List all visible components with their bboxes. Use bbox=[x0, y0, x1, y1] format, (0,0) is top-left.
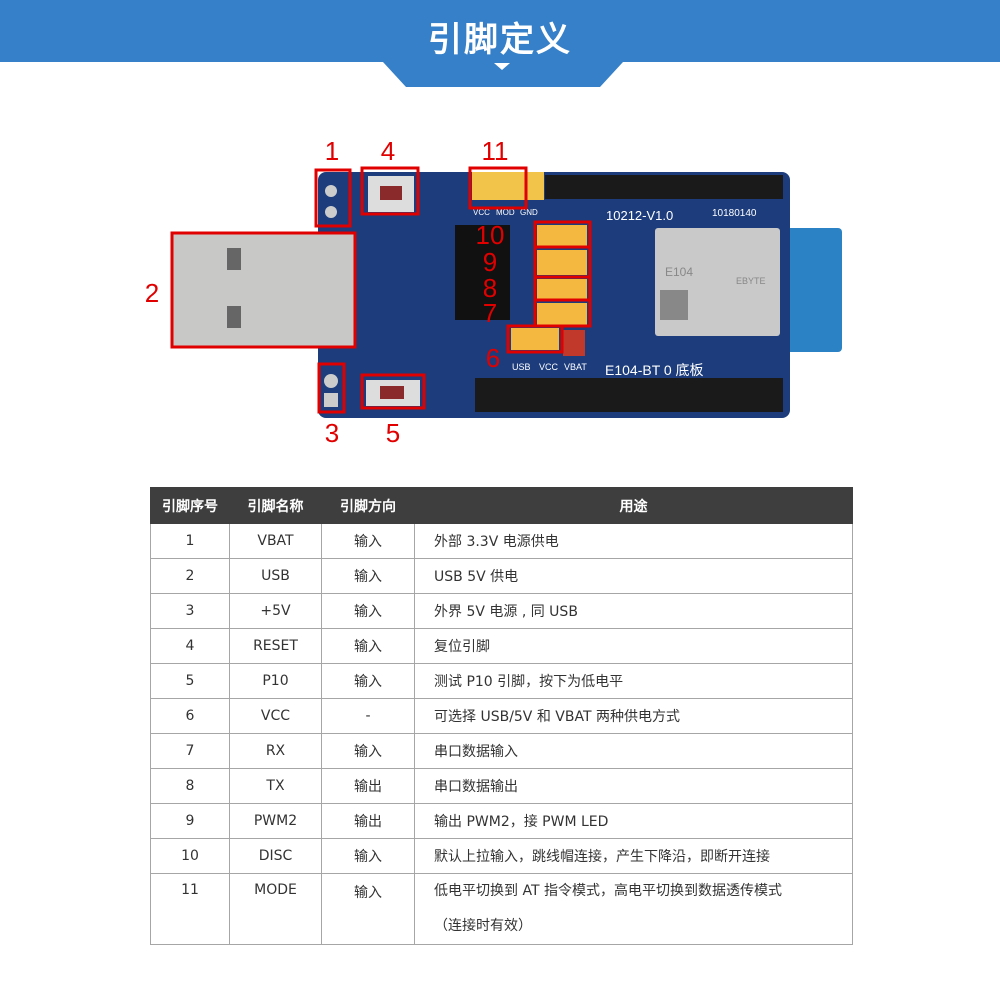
pin-direction: 输入 bbox=[321, 628, 415, 664]
pin-name: PWM2 bbox=[229, 803, 322, 839]
pin-name: TX bbox=[229, 768, 322, 804]
pin-direction: 输入 bbox=[321, 663, 415, 699]
pin-direction: 输入 bbox=[321, 838, 415, 874]
header-usage: 用途 bbox=[414, 487, 853, 524]
pin-number: 1 bbox=[150, 523, 230, 559]
pin-name: VCC bbox=[229, 698, 322, 734]
pin-name: VBAT bbox=[229, 523, 322, 559]
pin-direction: 输入 bbox=[321, 733, 415, 769]
board-serial: 10180140 bbox=[712, 208, 757, 219]
pin-number: 8 bbox=[150, 768, 230, 804]
pin-usage: 可选择 USB/5V 和 VBAT 两种供电方式 bbox=[414, 698, 853, 734]
power-label-vcc: VCC bbox=[539, 362, 559, 372]
pin-number: 5 bbox=[150, 663, 230, 699]
pin-name: +5V bbox=[229, 593, 322, 629]
marker-11: 11 bbox=[482, 136, 509, 166]
pin-direction: 输出 bbox=[321, 768, 415, 804]
pin-name: RESET bbox=[229, 628, 322, 664]
module-label: E104 bbox=[665, 265, 693, 279]
power-label-vbat: VBAT bbox=[564, 362, 587, 372]
pin-name: DISC bbox=[229, 838, 322, 874]
pin-usage: 输出 PWM2，接 PWM LED bbox=[414, 803, 853, 839]
table-header-row: 引脚序号 引脚名称 引脚方向 用途 bbox=[150, 487, 853, 524]
pin-usage: USB 5V 供电 bbox=[414, 558, 853, 594]
pin-direction: 输出 bbox=[321, 803, 415, 839]
marker-6: 6 bbox=[486, 343, 500, 373]
pin-usage: 外部 3.3V 电源供电 bbox=[414, 523, 853, 559]
pin-usage: 默认上拉输入，跳线帽连接，产生下降沿，即断开连接 bbox=[414, 838, 853, 874]
jumper-label-vcc: VCC bbox=[473, 208, 490, 217]
usage-line: 低电平切换到 AT 指令模式，高电平切换到数据透传模式 bbox=[434, 883, 782, 899]
header-pin-number: 引脚序号 bbox=[150, 487, 230, 524]
pin-number: 10 bbox=[150, 838, 230, 874]
marker-3: 3 bbox=[325, 418, 339, 448]
pin-usage: 低电平切换到 AT 指令模式，高电平切换到数据透传模式 （连接时有效） bbox=[414, 873, 853, 945]
pin-name: RX bbox=[229, 733, 322, 769]
page-title: 引脚定义 bbox=[428, 20, 572, 60]
pin-name: MODE bbox=[229, 873, 322, 945]
board-name: E104-BT 0 底板 bbox=[605, 362, 704, 378]
pin-number: 11 bbox=[150, 873, 230, 945]
marker-9: 9 bbox=[483, 247, 497, 277]
pin-number: 6 bbox=[150, 698, 230, 734]
marker-1: 1 bbox=[325, 136, 339, 166]
pin-direction: - bbox=[321, 698, 415, 734]
pin-number: 2 bbox=[150, 558, 230, 594]
jumper-label-gnd: GND bbox=[520, 208, 538, 217]
pin-name: USB bbox=[229, 558, 322, 594]
pin-direction: 输入 bbox=[321, 558, 415, 594]
header-pin-direction: 引脚方向 bbox=[321, 487, 415, 524]
pin-number: 7 bbox=[150, 733, 230, 769]
marker-7: 7 bbox=[483, 298, 497, 328]
usage-note: （连接时有效） bbox=[434, 918, 532, 934]
header-banner bbox=[0, 0, 1000, 87]
board-photo: 10212-V1.0 10180140 E104-BT 0 底板 VCC MOD… bbox=[145, 136, 842, 448]
power-label-usb: USB bbox=[512, 362, 531, 372]
jumper-label-mod: MOD bbox=[496, 208, 515, 217]
pin-direction: 输入 bbox=[321, 523, 415, 559]
marker-10: 10 bbox=[476, 220, 505, 250]
pin-number: 9 bbox=[150, 803, 230, 839]
board-version: 10212-V1.0 bbox=[606, 208, 673, 223]
marker-2: 2 bbox=[145, 278, 159, 308]
pin-usage: 复位引脚 bbox=[414, 628, 853, 664]
pin-usage: 外界 5V 电源 , 同 USB bbox=[414, 593, 853, 629]
module-brand: EBYTE bbox=[736, 276, 766, 286]
pin-number: 4 bbox=[150, 628, 230, 664]
pin-usage: 串口数据输出 bbox=[414, 768, 853, 804]
marker-4: 4 bbox=[381, 136, 395, 166]
pin-usage: 串口数据输入 bbox=[414, 733, 853, 769]
pin-name: P10 bbox=[229, 663, 322, 699]
marker-5: 5 bbox=[386, 418, 400, 448]
pin-number: 3 bbox=[150, 593, 230, 629]
pin-usage: 测试 P10 引脚，按下为低电平 bbox=[414, 663, 853, 699]
pin-direction: 输入 bbox=[321, 873, 415, 945]
marker-8: 8 bbox=[483, 273, 497, 303]
header-pin-name: 引脚名称 bbox=[229, 487, 322, 524]
pin-direction: 输入 bbox=[321, 593, 415, 629]
